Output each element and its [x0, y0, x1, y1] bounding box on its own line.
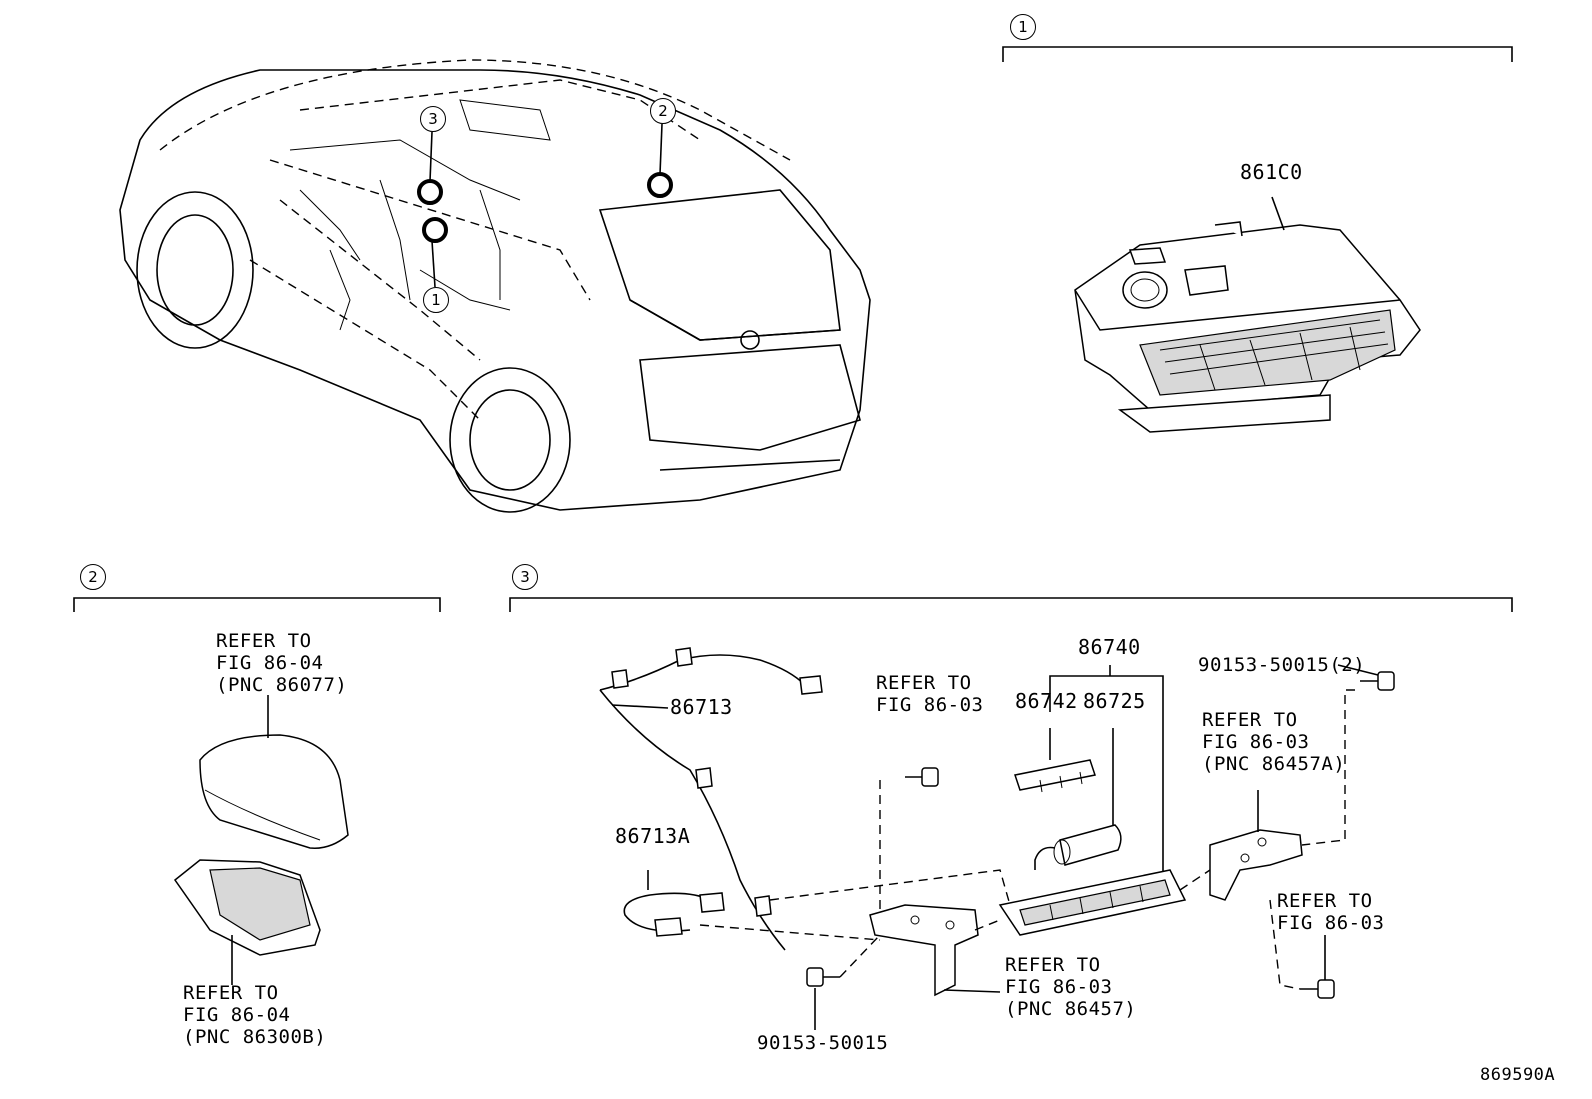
antenna-base-drawing — [173, 859, 321, 985]
callout-vehicle-1: 1 — [423, 287, 449, 313]
callout-section-2: 2 — [80, 564, 106, 590]
figure-id: 869590A — [1480, 1065, 1556, 1085]
callout-section-1: 1 — [1010, 14, 1036, 40]
right-bracket-drawing — [1209, 790, 1303, 901]
install-dashed-lines — [699, 689, 1355, 990]
callout-vehicle-3: 3 — [420, 106, 446, 132]
wire-86713-drawing — [599, 647, 823, 951]
part-86742-drawing — [1014, 759, 1096, 793]
part-label-86713: 86713 — [670, 695, 733, 719]
section-bracket-1 — [1002, 46, 1513, 62]
bracket-drawing — [869, 904, 1001, 997]
part-label-86725: 86725 — [1083, 689, 1146, 713]
part-label-86740: 86740 — [1078, 635, 1141, 659]
bolt-drawings — [806, 671, 1395, 999]
callout-vehicle-2: 2 — [650, 98, 676, 124]
part-861C0-drawing — [1074, 196, 1421, 433]
section-bracket-2 — [73, 597, 441, 612]
part-label-86713A: 86713A — [615, 824, 691, 848]
part-label-90153-50015-x2: 90153-50015(2) — [1198, 654, 1366, 676]
callout-section-3: 3 — [512, 564, 538, 590]
antenna-cover-drawing — [199, 695, 349, 849]
wire-86713A-drawing — [623, 870, 725, 937]
bolt-leaders — [814, 664, 1379, 1030]
part-label-90153-50015: 90153-50015 — [757, 1032, 889, 1054]
part-label-861C0: 861C0 — [1240, 160, 1303, 184]
module-86740-drawing — [998, 869, 1187, 936]
leader-86740 — [1049, 665, 1164, 872]
part-86725-drawing — [1034, 824, 1122, 870]
section-bracket-3 — [509, 597, 1513, 612]
vehicle-illustration — [119, 59, 871, 513]
part-label-86742: 86742 — [1015, 689, 1078, 713]
